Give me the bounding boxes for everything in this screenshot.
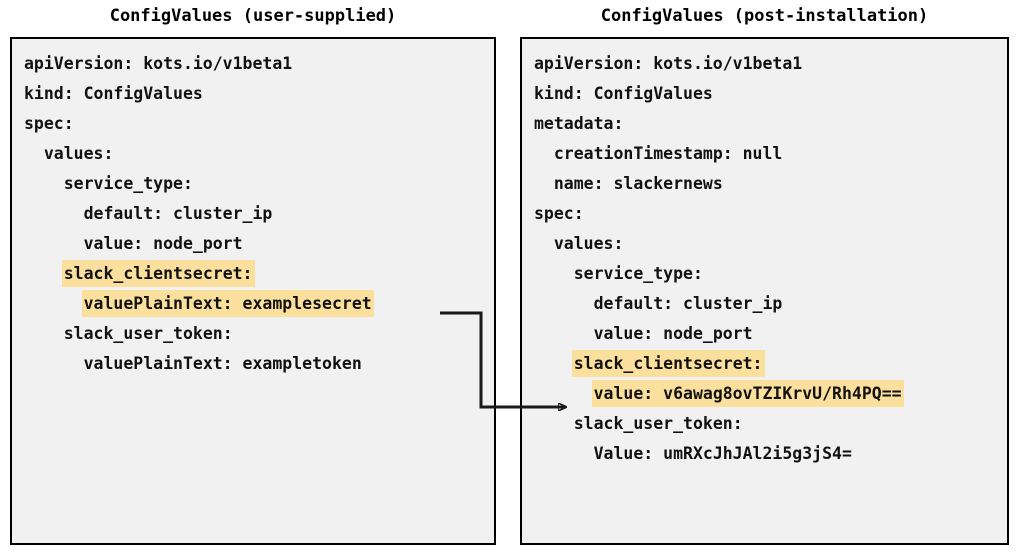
- code-text: values:: [43, 144, 114, 163]
- code-text: spec:: [24, 114, 74, 133]
- code-text: name: slackernews: [553, 174, 723, 193]
- code-indent: [534, 354, 574, 373]
- code-line: slack_user_token:: [24, 319, 494, 349]
- code-text: metadata:: [534, 114, 624, 133]
- code-indent: [24, 324, 64, 343]
- code-line: Value: umRXcJhJAl2i5g3jS4=: [534, 439, 1007, 469]
- code-indent: [24, 264, 64, 283]
- code-line: default: cluster_ip: [534, 289, 1007, 319]
- code-text: default: cluster_ip: [83, 204, 273, 223]
- code-line: name: slackernews: [534, 169, 1007, 199]
- code-line: kind: ConfigValues: [534, 79, 1007, 109]
- code-text: valuePlainText: examplesecret: [83, 292, 372, 315]
- code-line: spec:: [534, 199, 1007, 229]
- code-line: default: cluster_ip: [24, 199, 494, 229]
- code-line: metadata:: [534, 109, 1007, 139]
- code-text: slack_clientsecret:: [63, 262, 253, 285]
- code-text: service_type:: [573, 264, 703, 283]
- code-text: values:: [553, 234, 624, 253]
- code-line: creationTimestamp: null: [534, 139, 1007, 169]
- code-text: service_type:: [63, 174, 193, 193]
- code-indent: [534, 444, 594, 463]
- code-box-post-installation: apiVersion: kots.io/v1beta1 kind: ConfigV…: [520, 37, 1009, 545]
- code-line: apiVersion: kots.io/v1beta1: [24, 49, 494, 79]
- code-indent: [24, 174, 64, 193]
- code-indent: [24, 294, 84, 313]
- code-lines-post-installation: apiVersion: kots.io/v1beta1 kind: ConfigV…: [534, 49, 1007, 469]
- code-indent: [24, 144, 44, 163]
- code-text: slack_user_token:: [63, 324, 233, 343]
- code-line: slack_clientsecret:: [534, 349, 1007, 379]
- code-line: kind: ConfigValues: [24, 79, 494, 109]
- code-line: spec:: [24, 109, 494, 139]
- code-line: valuePlainText: exampletoken: [24, 349, 494, 379]
- code-line: slack_user_token:: [534, 409, 1007, 439]
- code-indent: [24, 354, 84, 373]
- code-indent: [534, 294, 594, 313]
- code-text: Value: umRXcJhJAl2i5g3jS4=: [593, 444, 852, 463]
- code-text: apiVersion: kots.io/v1beta1: [534, 54, 803, 73]
- code-text: value: node_port: [83, 234, 243, 253]
- code-indent: [534, 384, 594, 403]
- code-line: values:: [534, 229, 1007, 259]
- code-indent: [534, 264, 574, 283]
- code-line: slack_clientsecret:: [24, 259, 494, 289]
- code-text: slack_clientsecret:: [573, 352, 763, 375]
- code-indent: [24, 234, 84, 253]
- code-text: apiVersion: kots.io/v1beta1: [24, 54, 293, 73]
- code-indent: [534, 324, 594, 343]
- panel-title-post-installation: ConfigValues (post-installation): [600, 6, 929, 26]
- code-text: value: v6awag8ovTZIKrvU/Rh4PQ==: [593, 382, 902, 405]
- code-indent: [24, 204, 84, 223]
- code-indent: [534, 234, 554, 253]
- code-line: valuePlainText: examplesecret: [24, 289, 494, 319]
- code-text: spec:: [534, 204, 584, 223]
- code-line: service_type:: [534, 259, 1007, 289]
- code-line: value: node_port: [534, 319, 1007, 349]
- code-text: kind: ConfigValues: [24, 84, 203, 103]
- code-indent: [534, 414, 574, 433]
- code-text: kind: ConfigValues: [534, 84, 713, 103]
- code-line: value: node_port: [24, 229, 494, 259]
- code-text: valuePlainText: exampletoken: [83, 354, 362, 373]
- code-text: creationTimestamp: null: [553, 144, 783, 163]
- code-line: service_type:: [24, 169, 494, 199]
- code-text: slack_user_token:: [573, 414, 743, 433]
- code-indent: [534, 144, 554, 163]
- code-text: value: node_port: [593, 324, 753, 343]
- code-line: value: v6awag8ovTZIKrvU/Rh4PQ==: [534, 379, 1007, 409]
- code-line: values:: [24, 139, 494, 169]
- code-lines-user-supplied: apiVersion: kots.io/v1beta1 kind: ConfigV…: [24, 49, 494, 379]
- code-indent: [534, 174, 554, 193]
- code-line: apiVersion: kots.io/v1beta1: [534, 49, 1007, 79]
- panel-title-user-supplied: ConfigValues (user-supplied): [109, 6, 397, 26]
- code-text: default: cluster_ip: [593, 294, 783, 313]
- code-box-user-supplied: apiVersion: kots.io/v1beta1 kind: ConfigV…: [10, 37, 496, 545]
